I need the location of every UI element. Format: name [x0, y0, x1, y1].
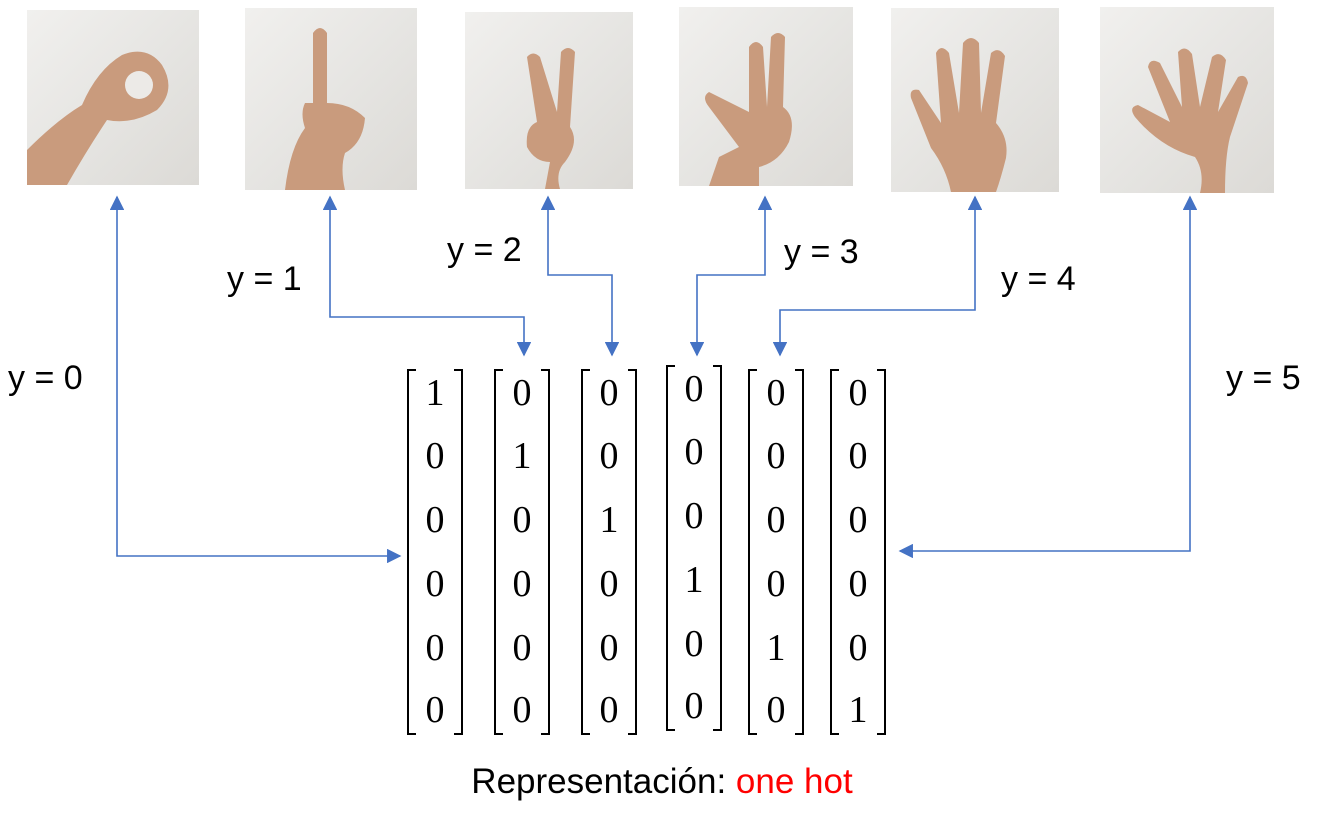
vector-5-value-5: 1 [848, 689, 868, 731]
one-hot-vector-0: 1 0 0 0 0 0 [406, 368, 464, 736]
vector-0-value-5: 0 [425, 689, 445, 731]
vector-1-value-4: 0 [512, 627, 532, 669]
vector-5-value-0: 0 [848, 372, 868, 414]
vector-2-value-4: 0 [599, 627, 619, 669]
vector-1-value-5: 0 [512, 689, 532, 731]
one-hot-vector-1: 0 1 0 0 0 0 [493, 368, 551, 736]
vector-4-value-0: 0 [766, 372, 786, 414]
vector-2-value-3: 0 [599, 563, 619, 605]
one-hot-vector-4: 0 0 0 0 1 0 [747, 368, 805, 736]
caption-highlight: one hot [735, 762, 853, 801]
vector-1-value-1: 1 [512, 435, 532, 477]
one-hot-vector-3: 0 0 0 1 0 0 [665, 364, 723, 732]
hand-sign-three-image [679, 7, 853, 186]
label-y-4: y = 4 [1001, 260, 1076, 298]
arrow-five [898, 195, 1198, 559]
hand-sign-five-image [1100, 7, 1274, 193]
vector-2-value-2: 1 [599, 499, 619, 541]
vector-5-value-4: 0 [848, 627, 868, 669]
vector-5-value-1: 0 [848, 435, 868, 477]
hand-sign-four-image [891, 8, 1059, 192]
vector-0-value-1: 0 [425, 435, 445, 477]
vector-1-value-0: 0 [512, 372, 532, 414]
vector-3-value-4: 0 [684, 623, 704, 665]
vector-0-value-4: 0 [425, 627, 445, 669]
vector-0-value-3: 0 [425, 563, 445, 605]
arrow-four [772, 195, 983, 357]
vector-3-value-5: 0 [684, 685, 704, 727]
label-y-1: y = 1 [227, 260, 302, 298]
one-hot-vector-5: 0 0 0 0 0 1 [829, 368, 887, 736]
label-y-5: y = 5 [1226, 359, 1301, 397]
arrow-two [540, 195, 620, 357]
vector-3-value-2: 0 [684, 495, 704, 537]
vector-4-value-1: 0 [766, 435, 786, 477]
vector-5-value-2: 0 [848, 499, 868, 541]
vector-0-value-0: 1 [425, 372, 445, 414]
label-y-0: y = 0 [8, 359, 83, 397]
vector-2-value-0: 0 [599, 372, 619, 414]
vector-1-value-2: 0 [512, 499, 532, 541]
arrow-one [322, 195, 532, 357]
label-y-3: y = 3 [784, 233, 859, 271]
label-y-2: y = 2 [447, 231, 522, 269]
caption-prefix: Representación: [471, 762, 736, 801]
arrow-zero [109, 195, 402, 564]
one-hot-vector-2: 0 0 1 0 0 0 [580, 368, 638, 736]
arrow-three [689, 195, 773, 357]
vector-2-value-1: 0 [599, 435, 619, 477]
vector-0-value-2: 0 [425, 499, 445, 541]
vector-3-value-0: 0 [684, 368, 704, 410]
vector-5-value-3: 0 [848, 563, 868, 605]
vector-4-value-2: 0 [766, 499, 786, 541]
hand-sign-two-image [465, 12, 633, 189]
vector-3-value-1: 0 [684, 431, 704, 473]
vector-1-value-3: 0 [512, 563, 532, 605]
hand-sign-one-image [245, 8, 417, 190]
hand-sign-zero-image [27, 10, 199, 185]
vector-4-value-4: 1 [766, 627, 786, 669]
vector-2-value-5: 0 [599, 689, 619, 731]
vector-3-value-3: 1 [684, 559, 704, 601]
vector-4-value-3: 0 [766, 563, 786, 605]
vector-4-value-5: 0 [766, 689, 786, 731]
caption: Representación: one hot [0, 764, 1324, 799]
